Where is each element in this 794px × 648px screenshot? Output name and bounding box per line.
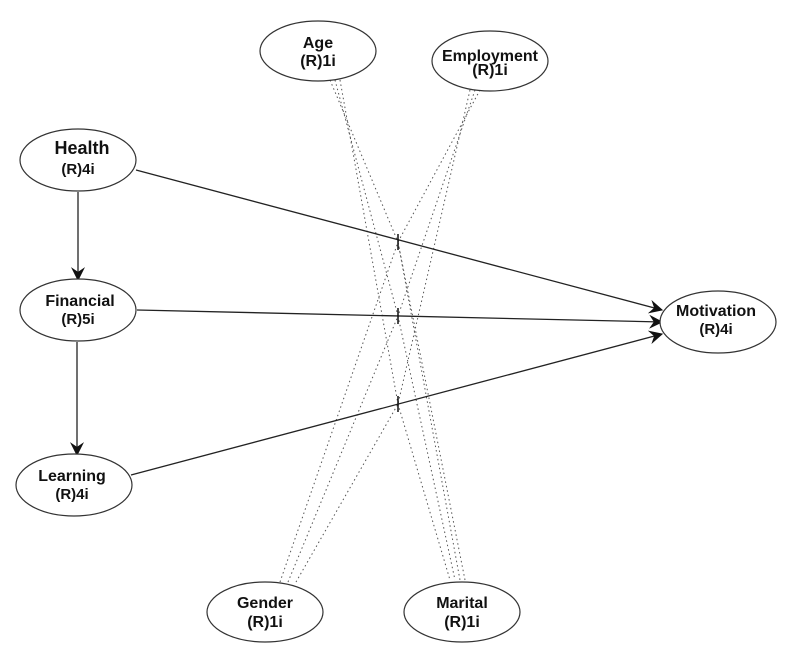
node-health-name: Health [54,138,109,158]
gender-to-financial-path [287,315,399,583]
node-financial-name: Financial [45,293,114,310]
node-learning-sub: (R)4i [55,486,88,503]
node-motivation[interactable]: Motivation (R)4i [659,290,777,354]
node-marital-name: Marital [436,595,488,612]
employment-to-health-path [397,89,481,243]
moderator-lines [279,79,481,583]
age-to-learning-path [339,79,399,405]
node-gender-name: Gender [237,595,293,612]
age-extend-3 [397,403,451,581]
employment-to-financial-path [397,89,476,317]
node-gender[interactable]: Gender (R)1i [206,581,324,643]
age-to-health-path [329,79,399,243]
node-age-sub: (R)1i [300,53,336,70]
node-age[interactable]: Age (R)1i [259,20,377,82]
structural-paths [70,169,664,476]
edge-health-motivation [135,169,664,314]
node-motivation-name: Motivation [676,303,756,320]
node-learning[interactable]: Learning (R)4i [15,453,133,517]
age-extend [397,241,461,581]
node-marital-sub: (R)1i [444,614,480,631]
node-motivation-sub: (R)4i [699,321,732,338]
node-health-sub: (R)4i [61,161,94,178]
node-employment-name: Employment [442,48,539,65]
node-gender-sub: (R)1i [247,614,283,631]
node-marital[interactable]: Marital (R)1i [403,581,521,643]
node-financial[interactable]: Financial (R)5i [19,278,137,342]
marital-to-health-path [397,241,466,581]
gender-to-health-path [279,241,399,583]
node-employment[interactable]: Employment (R)1i [431,30,549,92]
edge-financial-motivation [136,309,664,329]
age-extend-2 [397,315,456,581]
edge-learning-motivation [130,330,664,476]
node-health[interactable]: Health (R)4i [19,128,137,192]
node-financial-sub: (R)5i [61,311,94,328]
gender-to-learning-path [295,403,399,583]
node-employment-sub: (R)1i [472,62,508,79]
age-to-financial-path [334,79,399,317]
node-learning-name: Learning [38,468,106,485]
node-age-name: Age [303,35,333,52]
